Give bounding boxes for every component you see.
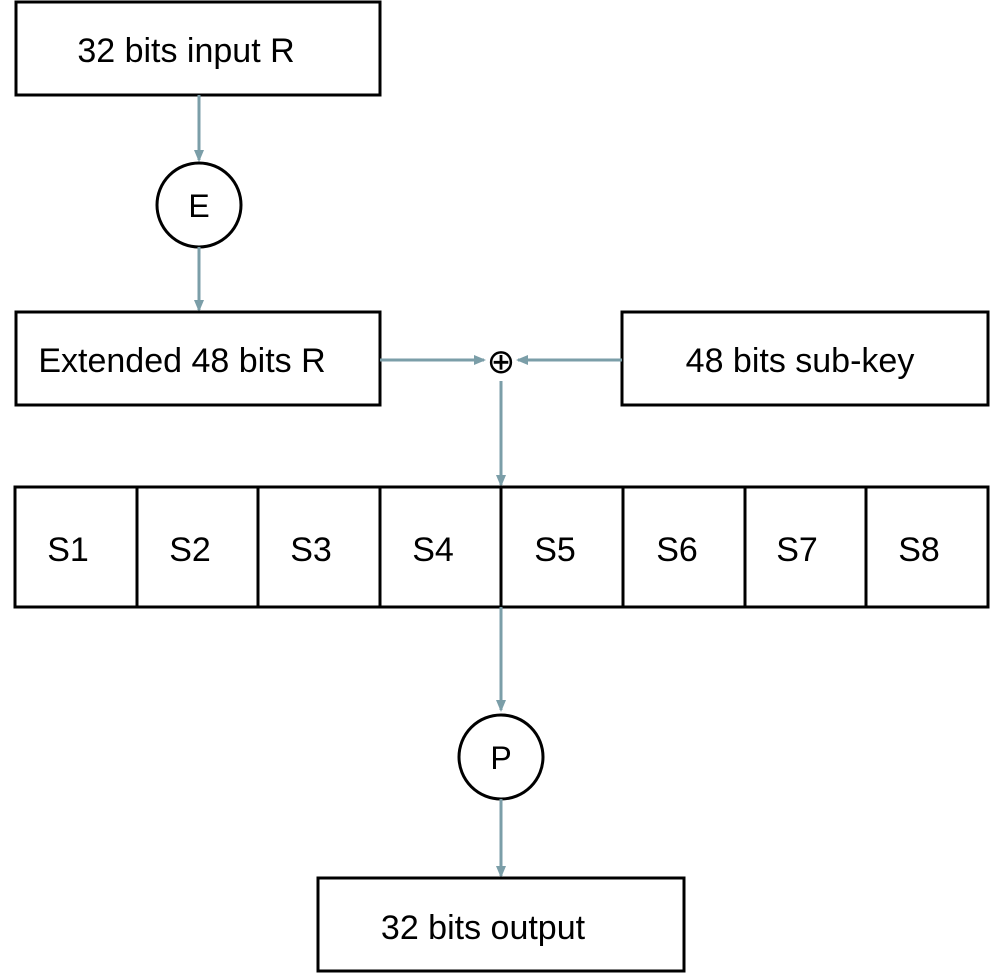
sbox-label-s7: S7 <box>776 531 818 569</box>
sbox-row: S1 S2 S3 S4 S5 S6 S7 S8 <box>13 485 990 609</box>
subkey-box: 48 bits sub-key <box>620 310 990 407</box>
sbox-label-s3: S3 <box>290 531 332 569</box>
output-box-label: 32 bits output <box>381 909 586 947</box>
xor-node: ⊕ <box>487 342 516 382</box>
sbox-label-s2: S2 <box>169 531 211 569</box>
output-box: 32 bits output <box>316 876 686 973</box>
sbox-label-s1: S1 <box>47 531 89 569</box>
xor-symbol: ⊕ <box>487 342 516 382</box>
expansion-node-label: E <box>188 188 209 224</box>
sbox-label-s5: S5 <box>534 531 576 569</box>
sbox-label-s6: S6 <box>656 531 698 569</box>
input-box-label: 32 bits input R <box>77 32 294 70</box>
subkey-box-label: 48 bits sub-key <box>686 342 915 380</box>
input-box: 32 bits input R <box>14 0 382 97</box>
permutation-node-label: P <box>490 740 511 776</box>
extended-box: Extended 48 bits R <box>14 310 382 407</box>
sbox-label-s4: S4 <box>412 531 454 569</box>
sbox-dividers <box>135 487 868 607</box>
permutation-node: P <box>457 713 545 801</box>
expansion-node: E <box>155 161 243 249</box>
extended-box-label: Extended 48 bits R <box>38 342 325 380</box>
sbox-label-s8: S8 <box>898 531 940 569</box>
